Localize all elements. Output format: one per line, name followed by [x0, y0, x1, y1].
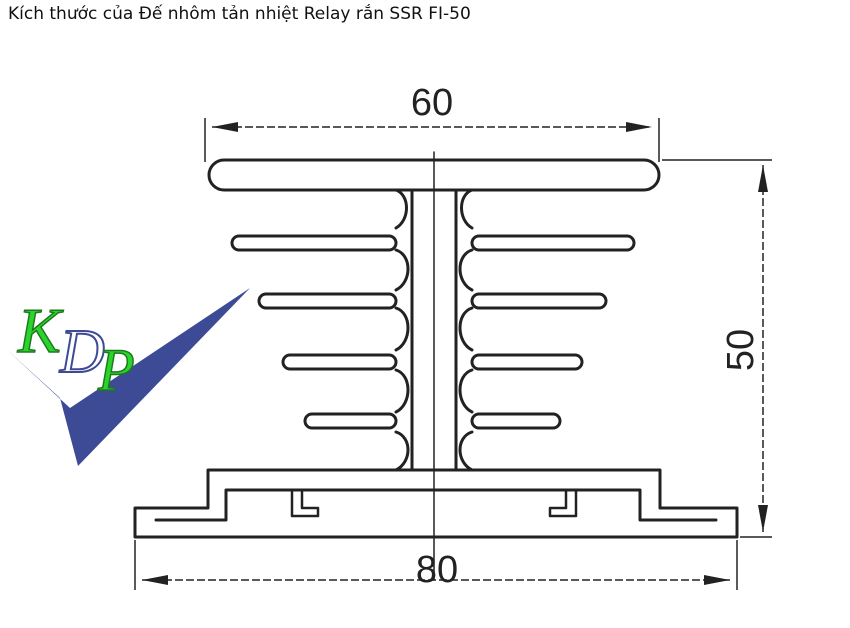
- kdp-logo: K D P: [5, 288, 250, 466]
- dim-60-arrow-left: [212, 122, 238, 132]
- base-inner: [154, 488, 718, 522]
- logo-check-mark: [5, 288, 250, 466]
- logo-letter-k: K: [17, 295, 64, 366]
- right-fin-3: [470, 353, 584, 371]
- base-outer: [133, 468, 739, 539]
- right-curve-3: [458, 306, 474, 352]
- left-curve-4: [394, 368, 410, 414]
- left-curve-2: [394, 248, 410, 292]
- right-fin-2: [470, 292, 608, 310]
- left-curve-3: [394, 306, 410, 352]
- dim-label-80: 80: [416, 549, 458, 591]
- right-fin-1: [470, 234, 636, 252]
- left-curve-1: [394, 188, 408, 230]
- top-plate: [207, 158, 661, 192]
- left-curve-5: [394, 430, 410, 472]
- logo-letter-d: D: [59, 318, 105, 386]
- page-title: Kích thước của Đế nhôm tản nhiệt Relay r…: [8, 4, 471, 24]
- left-fin-3: [281, 353, 398, 371]
- dim-label-60: 60: [411, 82, 453, 124]
- right-fin-4: [470, 412, 562, 430]
- dim-80-arrow-left: [142, 575, 168, 585]
- dim-60-arrow-right: [626, 122, 652, 132]
- dim-label-50: 50: [720, 329, 762, 371]
- right-curve-1: [460, 188, 474, 230]
- right-curve-5: [458, 430, 474, 472]
- left-fin-2: [257, 292, 398, 310]
- dim-50-arrow-top: [758, 165, 768, 192]
- logo-letter-p: P: [97, 337, 135, 403]
- dim-80-arrow-right: [704, 575, 730, 585]
- left-fin-1: [230, 234, 398, 252]
- right-curve-4: [458, 368, 474, 414]
- left-hook: [290, 488, 320, 518]
- right-curve-2: [458, 248, 474, 292]
- right-hook: [548, 488, 578, 518]
- dim-50-arrow-bottom: [758, 505, 768, 532]
- left-fin-4: [303, 412, 398, 430]
